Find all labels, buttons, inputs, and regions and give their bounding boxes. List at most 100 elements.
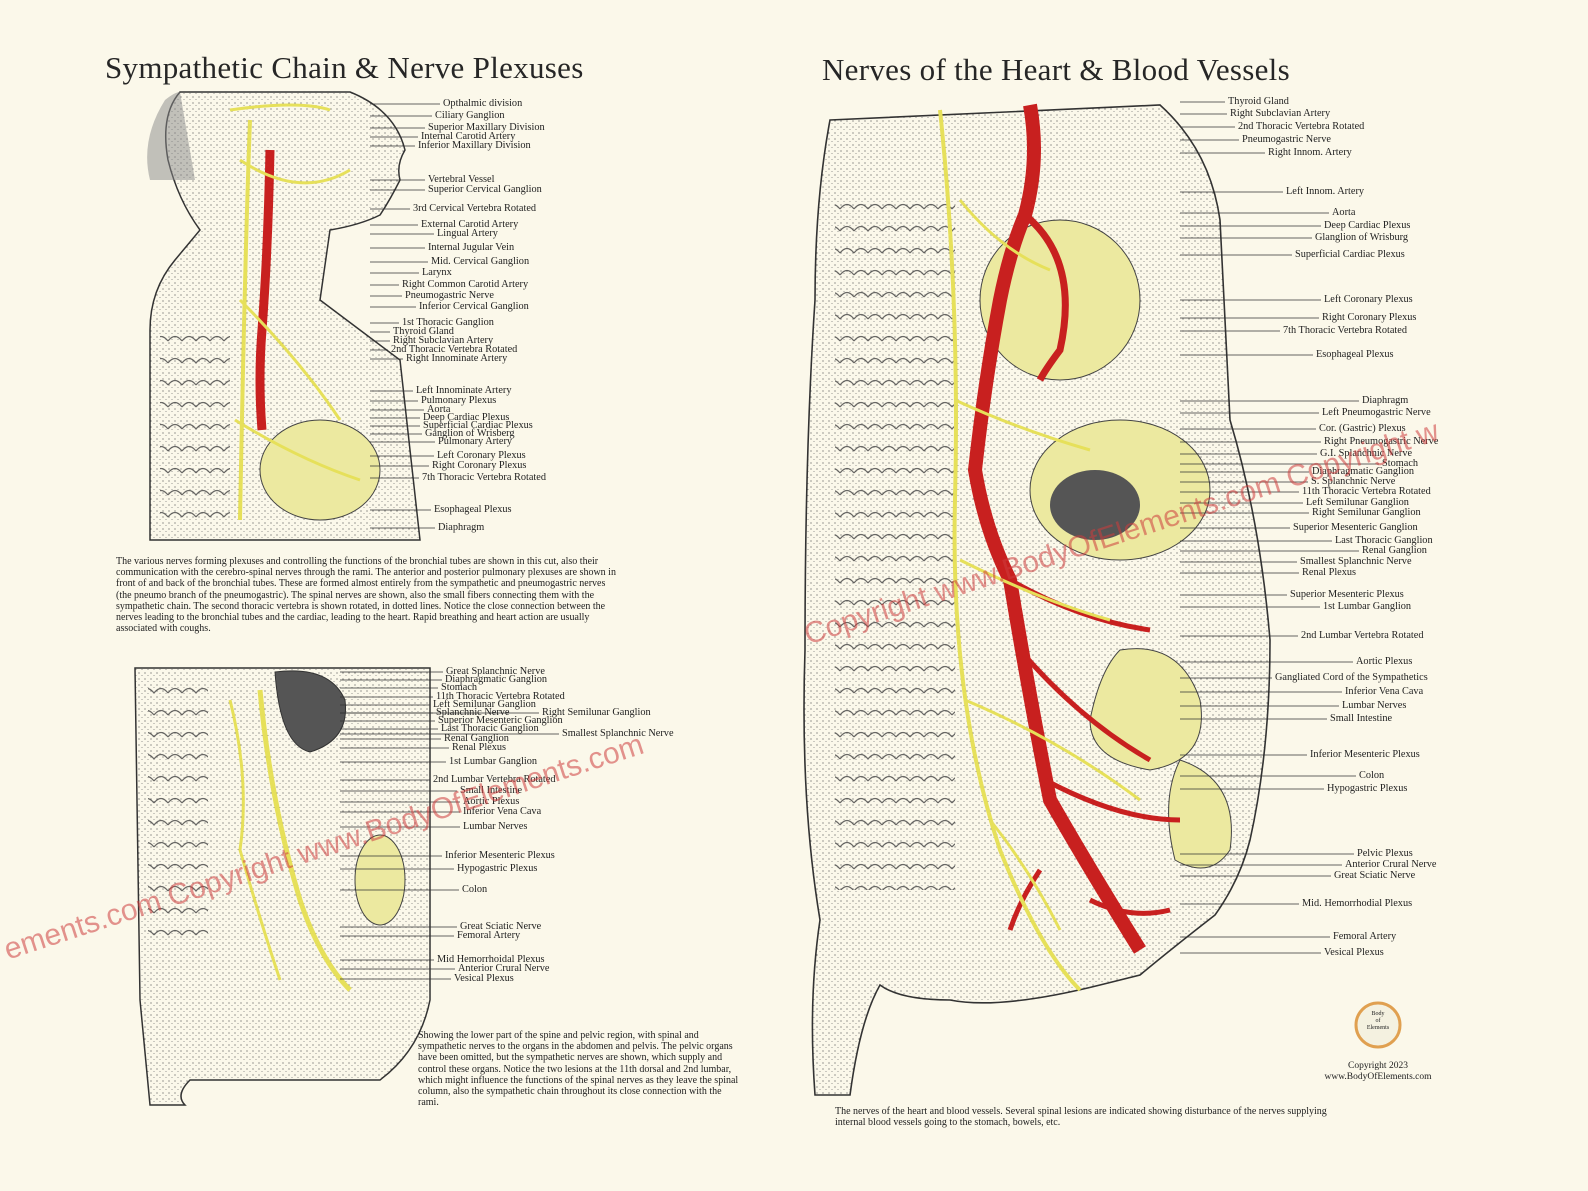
heart-label: Left Pneumogastric Nerve: [1322, 407, 1431, 418]
head-label: Mid. Cervical Ganglion: [431, 256, 530, 267]
heart-label: Pelvic Plexus: [1357, 848, 1413, 859]
head-label: Inferior Cervical Ganglion: [419, 301, 529, 312]
heart-label: Left Coronary Plexus: [1324, 294, 1413, 305]
heart-label: Inferior Mesenteric Plexus: [1310, 749, 1420, 760]
heart-label: Smallest Splanchnic Nerve: [1300, 556, 1412, 567]
pelvis-label: Small Intestine: [460, 785, 523, 796]
aorta-vessel: [967, 103, 1146, 954]
spine-ribs: [835, 190, 955, 890]
artery-branches: [1007, 577, 1181, 931]
sympathetic-chain: [238, 119, 252, 521]
pelvis-outline: [134, 667, 431, 1106]
pelvis-label: Renal Ganglion: [444, 733, 509, 744]
pelvis-label: Vesical Plexus: [454, 973, 514, 984]
head-thorax-drawing: [147, 91, 421, 541]
heart-label: Diaphragm: [1362, 395, 1409, 406]
head-label: Right Coronary Plexus: [432, 460, 527, 471]
pelvis-label: Mid Hemorrhoidal Plexus: [437, 954, 545, 965]
logo-word-3: Elements: [1366, 1025, 1390, 1031]
head-label: Lingual Artery: [437, 228, 498, 239]
hair: [147, 92, 195, 180]
heart-label: Left Innom. Artery: [1286, 186, 1365, 197]
head-label: Pulmonary Plexus: [421, 395, 497, 406]
heart-label: Esophageal Plexus: [1316, 349, 1394, 360]
pelvis-label: Aortic Plexus: [463, 796, 520, 807]
heart-label: Left Semilunar Ganglion: [1306, 497, 1409, 508]
head-label: Superior Cervical Ganglion: [428, 184, 542, 195]
heart-label: Right Pneumogastric Nerve: [1324, 436, 1439, 447]
pelvis-label: Right Semilunar Ganglion: [542, 707, 651, 718]
logo-circle: [1354, 1001, 1402, 1049]
nerve-branches-head: [229, 103, 361, 482]
pelvis-label: Hypogastric Plexus: [457, 863, 538, 874]
coronary-artery: [1022, 212, 1069, 382]
head-label: Left Innominate Artery: [416, 385, 512, 396]
head-label: Aorta: [427, 404, 451, 415]
heart-label: Superior Mesenteric Ganglion: [1293, 522, 1418, 533]
pelvis-label: Femoral Artery: [457, 930, 521, 941]
pelvis-drawing: [134, 667, 431, 1106]
heart-label: 2nd Lumbar Vertebra Rotated: [1301, 630, 1424, 641]
pelvis-caption: Showing the lower part of the spine and …: [418, 1030, 739, 1109]
head-label: Deep Cardiac Plexus: [423, 412, 510, 423]
head-label: Ciliary Ganglion: [435, 110, 505, 121]
pelvis-label: Great Sciatic Nerve: [460, 921, 542, 932]
heart-caption: The nerves of the heart and blood vessel…: [835, 1106, 1327, 1129]
rib-cage: [160, 330, 230, 530]
label-leader-lines: [340, 101, 1379, 980]
heart-label: Colon: [1359, 770, 1385, 781]
heart-label: 7th Thoracic Vertebra Rotated: [1283, 325, 1407, 336]
heart-label: Anterior Crural Nerve: [1345, 859, 1437, 870]
head-label: 3rd Cervical Vertebra Rotated: [413, 203, 537, 214]
head-label: 1st Thoracic Ganglion: [402, 317, 494, 328]
heart-label: Deep Cardiac Plexus: [1324, 220, 1411, 231]
heart-label: Cor. (Gastric) Plexus: [1319, 423, 1406, 434]
heart-label: 1st Lumbar Ganglion: [1323, 601, 1412, 612]
pelvis-label: Great Splanchnic Nerve: [446, 666, 545, 677]
heart-label: Lumbar Nerves: [1342, 700, 1407, 711]
logo-word-2: of: [1375, 1018, 1381, 1024]
pelvis-label: Last Thoracic Ganglion: [441, 723, 539, 734]
head-label: Opthalmic division: [443, 98, 523, 109]
head-label: Right Innominate Artery: [406, 353, 508, 364]
heart-label: Hypogastric Plexus: [1327, 783, 1408, 794]
pelvis-label: 2nd Lumbar Vertebra Rotated: [433, 774, 556, 785]
lumbar-spine: [148, 680, 208, 940]
sympathetic-cord: [938, 109, 1082, 992]
heart-label: G.I. Splanchnic Nerve: [1320, 448, 1413, 459]
heart-label: Thyroid Gland: [1228, 96, 1289, 107]
heart-label: Small Intestine: [1330, 713, 1393, 724]
head-label: Left Coronary Plexus: [437, 450, 526, 461]
logo-word-1: Body: [1371, 1011, 1385, 1017]
pelvis-label: Lumbar Nerves: [463, 821, 528, 832]
pelvis-label: Stomach: [441, 682, 478, 693]
pelvis-label: Superior Mesenteric Ganglion: [438, 715, 563, 726]
pelvis-label: Renal Plexus: [452, 742, 507, 753]
head-label: External Carotid Artery: [421, 219, 519, 230]
pelvis-label: Diaphragmatic Ganglion: [445, 674, 548, 685]
head-label: Inferior Maxillary Division: [418, 140, 531, 151]
head-label: Right Subclavian Artery: [393, 335, 494, 346]
sciatic-nerve: [228, 699, 282, 981]
pelvis-label: Colon: [462, 884, 488, 895]
heart-label: Right Coronary Plexus: [1322, 312, 1417, 323]
pelvis-label: Left Semilunar Ganglion: [433, 699, 536, 710]
heart-label: Stomach: [1382, 458, 1419, 469]
head-label: 7th Thoracic Vertebra Rotated: [422, 472, 546, 483]
head-label: Superficial Cardiac Plexus: [423, 420, 533, 431]
heart-label: Aortic Plexus: [1356, 656, 1413, 667]
heart-label: Great Sciatic Nerve: [1334, 870, 1416, 881]
head-label: Internal Jugular Vein: [428, 242, 515, 253]
head-label: 2nd Thoracic Vertebra Rotated: [391, 344, 518, 355]
heart-label: Aorta: [1332, 207, 1356, 218]
colon-shape: [354, 834, 406, 926]
heart-label: Renal Plexus: [1302, 567, 1357, 578]
heart-label: 2nd Thoracic Vertebra Rotated: [1238, 121, 1365, 132]
heart-label: Diaphragmatic Ganglion: [1312, 466, 1415, 477]
heart-label: Right Innom. Artery: [1268, 147, 1352, 158]
heart-label: 11th Thoracic Vertebra Rotated: [1302, 486, 1431, 497]
head-label: Pneumogastric Nerve: [405, 290, 494, 301]
pelvis-label: 1st Lumbar Ganglion: [449, 756, 538, 767]
pelvic-nerves: [257, 689, 352, 992]
